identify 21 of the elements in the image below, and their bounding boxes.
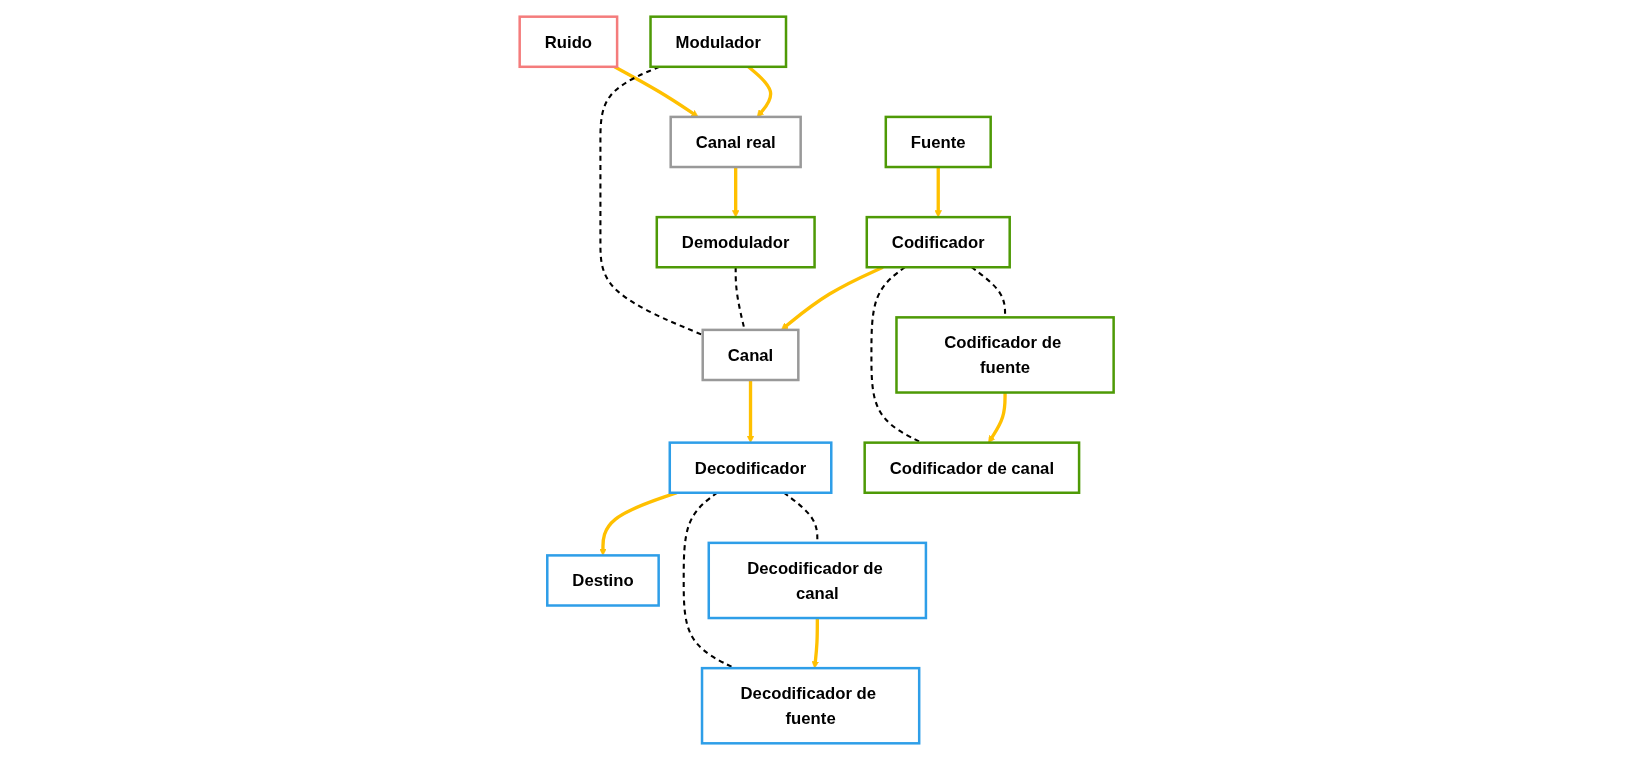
arrow xyxy=(731,166,740,217)
node-box: Codificador xyxy=(865,215,1011,268)
node-box: Codificador de canal xyxy=(863,440,1081,494)
node-box: Decodificador xyxy=(668,440,833,494)
node-box: Codificador de fuente xyxy=(895,315,1115,394)
node-box: Fuente xyxy=(884,115,992,168)
arrow xyxy=(613,64,699,117)
node-box: Modulador xyxy=(649,14,788,68)
node-box: Demodulador xyxy=(655,215,816,268)
arrow xyxy=(811,617,819,668)
connector xyxy=(599,65,703,336)
arrow xyxy=(988,392,1007,443)
node-box: Destino xyxy=(545,553,660,607)
node-box: Ruido xyxy=(518,14,619,68)
connector xyxy=(734,266,746,330)
node-box: Canal real xyxy=(669,115,802,168)
arrow xyxy=(746,379,755,443)
arrow xyxy=(934,166,942,217)
node-box: Decodificador de fuente xyxy=(700,666,921,745)
node-box: Decodificador de canal xyxy=(707,541,927,619)
node-box: Canal xyxy=(701,328,800,381)
